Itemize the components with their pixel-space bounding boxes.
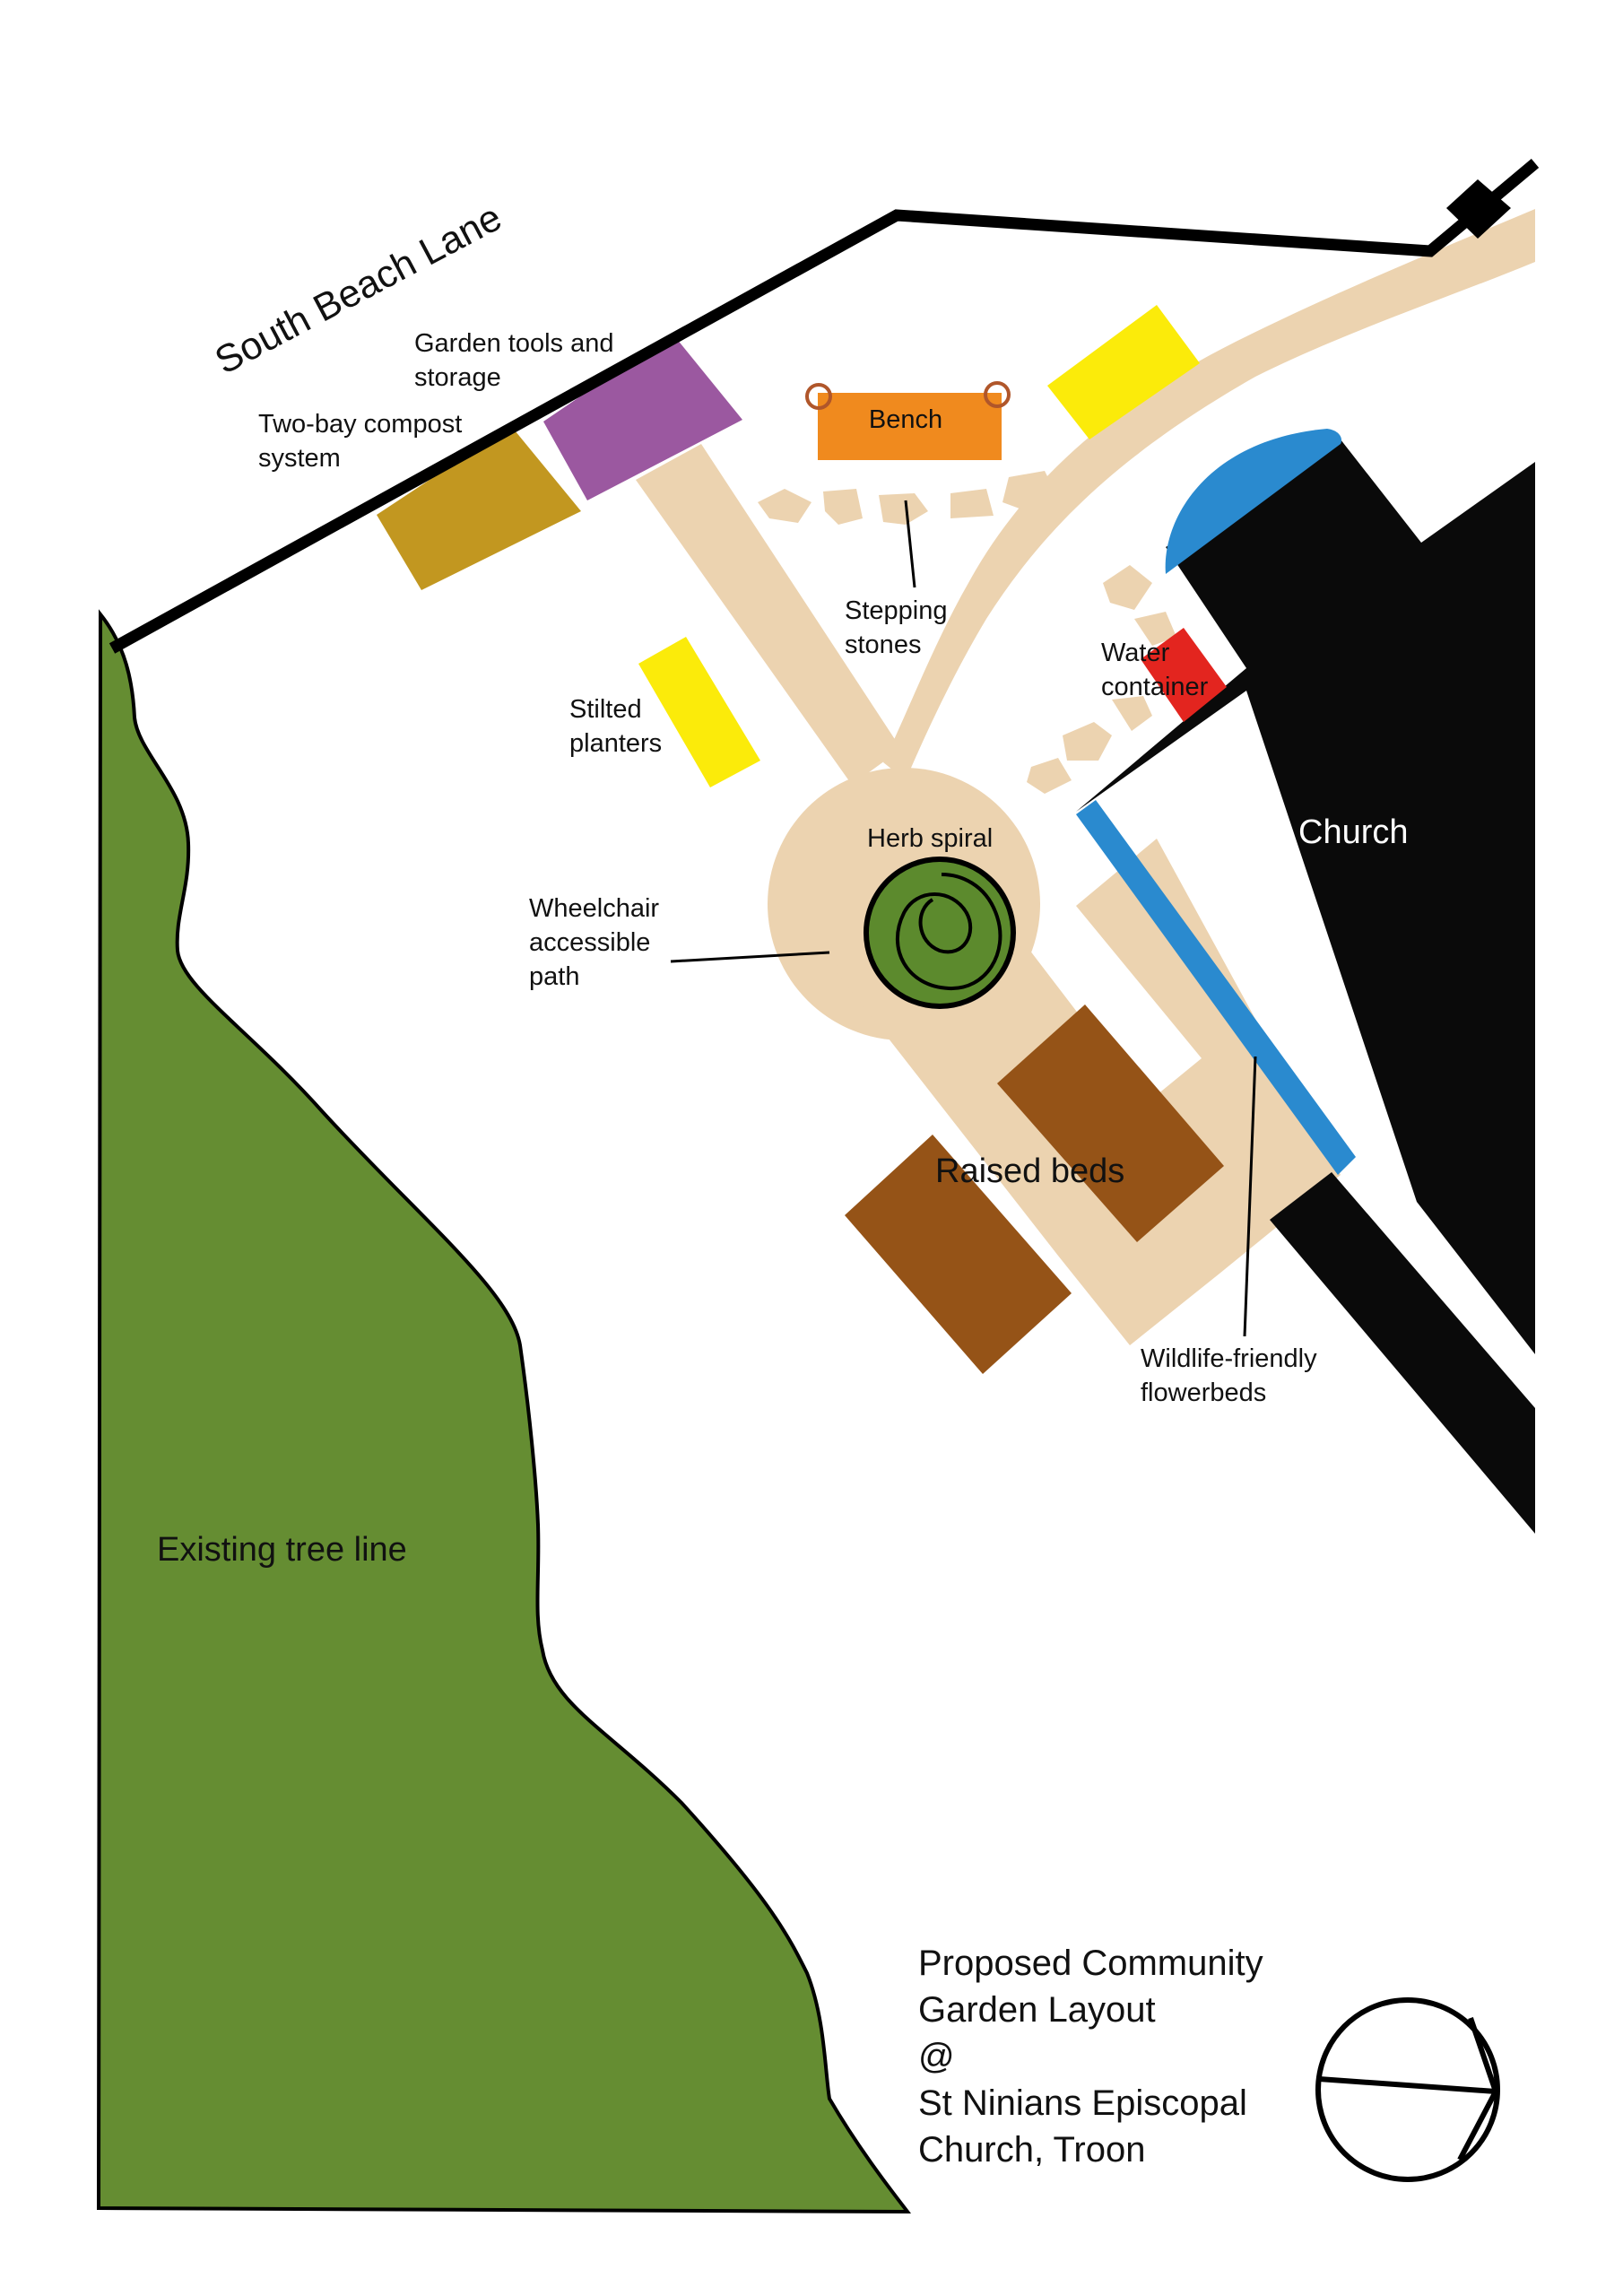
gate-icon: [1446, 179, 1511, 239]
church-label: Church: [1298, 813, 1409, 851]
garden-storage: [543, 334, 742, 500]
north-arrow-icon: [1315, 1997, 1500, 2182]
church-building: [1076, 439, 1535, 1354]
stepping-stones: [758, 471, 1176, 794]
raised-beds-label: Raised beds: [935, 1152, 1124, 1190]
bench-post-right: [984, 381, 1011, 408]
path-label-leader: [670, 951, 830, 963]
tree-line-label: Existing tree line: [157, 1531, 407, 1569]
church-annex: [1270, 1172, 1535, 1534]
stepping-stones-leader: [904, 500, 916, 588]
bench: [818, 393, 1002, 460]
herb-spiral-coil: [895, 873, 1002, 991]
stilted-planters-label: Stilted planters: [569, 695, 662, 758]
stepping-stones-label: Stepping stones: [845, 596, 955, 659]
wildlife-flowerbed-strip: [1076, 800, 1356, 1175]
storage-label: Garden tools and storage: [414, 329, 621, 392]
raised-bed-east: [997, 1004, 1224, 1242]
bench-post-left: [805, 383, 832, 410]
path-label: Wheelchair accessible path: [529, 894, 666, 991]
bench-label: Bench: [869, 405, 942, 434]
tree-line-area: [96, 609, 912, 2214]
compost-label: Two-bay compost system: [258, 410, 469, 473]
wildlife-label-leader: [1243, 1056, 1257, 1337]
herb-spiral-label: Herb spiral: [867, 824, 993, 853]
map-title: Proposed Community Garden Layout @ St Ni…: [918, 1944, 1273, 2170]
water-container-label: Water container: [1101, 639, 1209, 701]
compost-bays: [377, 426, 581, 590]
wildlife-flowerbeds-label: Wildlife-friendly flowerbeds: [1141, 1344, 1324, 1407]
herb-spiral: [864, 857, 1016, 1009]
stilted-planter-east: [1047, 305, 1200, 439]
wildlife-flowerbed-north: [1165, 429, 1342, 574]
stilted-planter-west: [638, 637, 760, 787]
water-container: [1141, 628, 1227, 722]
raised-bed-west: [845, 1135, 1072, 1374]
